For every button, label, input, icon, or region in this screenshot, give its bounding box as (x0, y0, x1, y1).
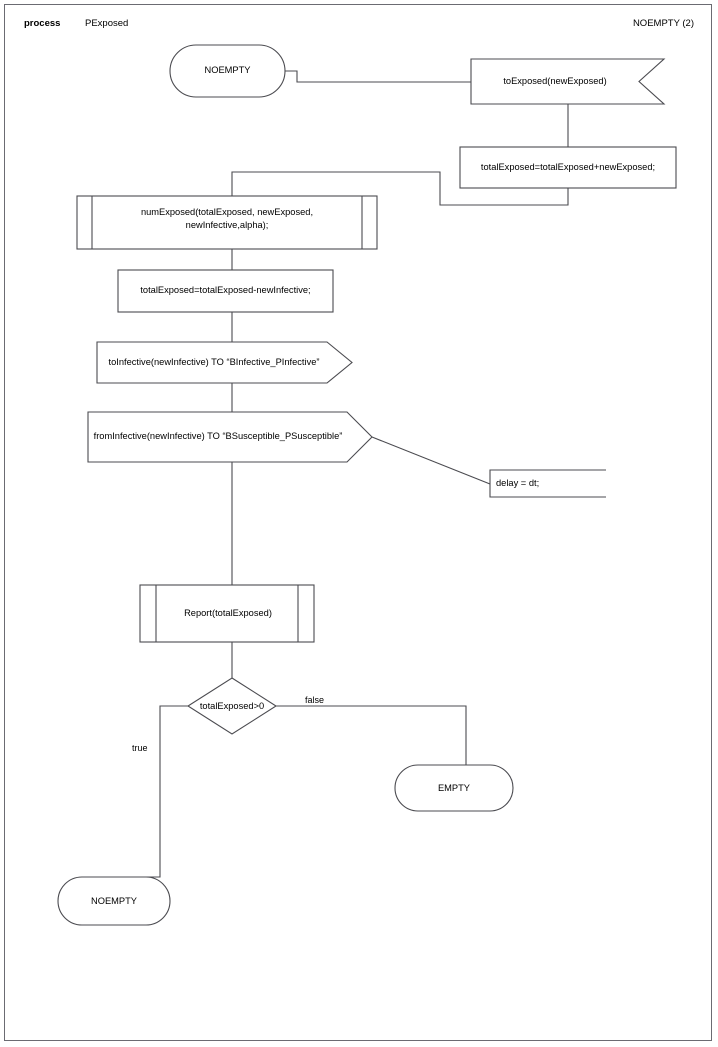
edge-decision-true-to-noempty (114, 705, 188, 878)
node-decision-diamond[interactable] (186, 677, 278, 735)
node-toinfective-send[interactable] (96, 341, 353, 384)
header-process-name: PExposed (85, 18, 129, 29)
edge-start-to-toexposed (285, 70, 471, 83)
header-kind: process (24, 18, 61, 29)
node-start-terminator[interactable] (169, 44, 286, 98)
node-numexposed-predefined-process[interactable] (76, 195, 378, 250)
node-end-noempty-terminator[interactable] (57, 876, 171, 926)
edge-label-false: false (305, 695, 325, 705)
node-report-predefined-process[interactable] (139, 584, 315, 643)
node-end-empty-terminator[interactable] (394, 764, 514, 812)
node-delay-comment[interactable] (489, 469, 606, 498)
edge-accumulate-to-numexposed (231, 171, 569, 206)
header-state: NOEMPTY (2) (632, 18, 694, 29)
edge-label-true: true (132, 743, 148, 753)
node-toexposed-signal[interactable] (470, 58, 666, 105)
edge-decision-false-to-empty (276, 705, 467, 765)
node-frominfective-send[interactable] (87, 411, 373, 463)
page-border (4, 4, 712, 1041)
node-subtract-process[interactable] (117, 269, 334, 313)
node-accumulate-process[interactable] (459, 146, 677, 189)
edge-frominfective-to-delaynote (371, 436, 491, 485)
